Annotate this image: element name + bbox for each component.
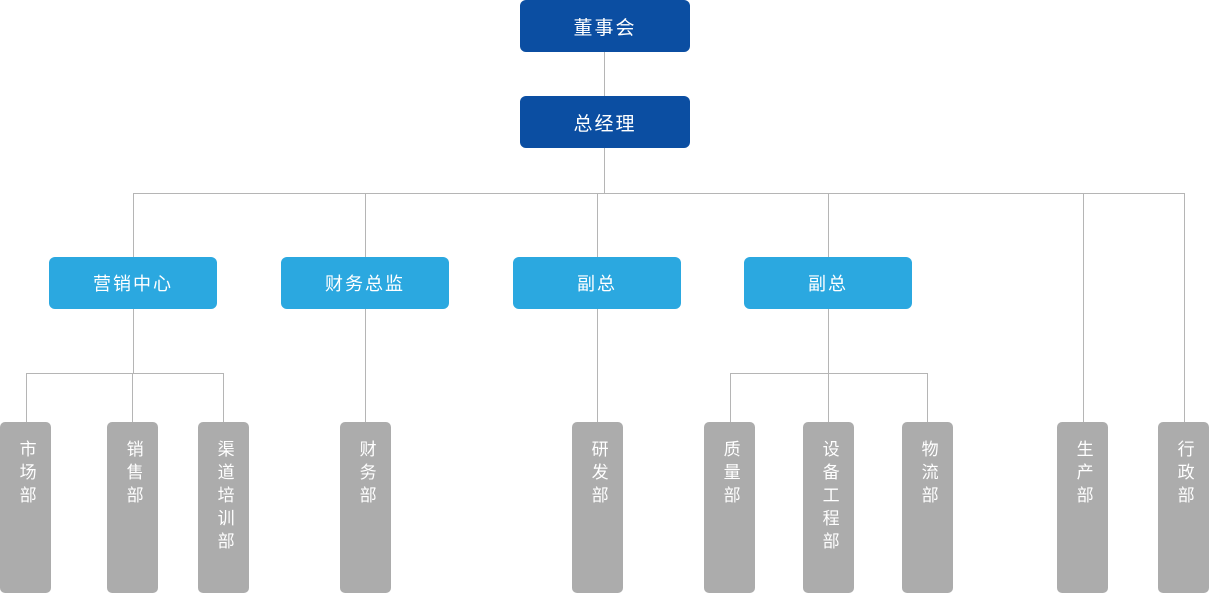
- node-production-dept-label: 生产部: [1073, 440, 1093, 509]
- node-equipment-engineering-dept[interactable]: 设备工程部: [803, 422, 854, 593]
- connector-marketing-center-stem: [133, 309, 134, 373]
- node-sales-dept[interactable]: 销售部: [107, 422, 158, 593]
- node-logistics-dept-label: 物流部: [918, 440, 938, 509]
- node-sales-dept-label: 销售部: [123, 440, 143, 509]
- connector-bus-to-vp-1: [597, 193, 598, 257]
- node-vice-president-2[interactable]: 副总: [744, 257, 912, 309]
- node-finance-dept-label: 财务部: [356, 440, 376, 509]
- connector-finance-director-to-finance-dept: [365, 309, 366, 422]
- connector-bus-to-administration-dept: [1184, 193, 1185, 422]
- connector-to-channel-training-dept: [223, 373, 224, 422]
- node-marketing-center[interactable]: 营销中心: [49, 257, 217, 309]
- node-market-dept[interactable]: 市场部: [0, 422, 51, 593]
- node-administration-dept[interactable]: 行政部: [1158, 422, 1209, 593]
- connector-bus-to-marketing-center: [133, 193, 134, 257]
- connector-to-equipment-engineering-dept: [828, 373, 829, 422]
- connector-to-sales-dept: [132, 373, 133, 422]
- connector-bus-to-finance-director: [365, 193, 366, 257]
- connector-bus-to-vp-2: [828, 193, 829, 257]
- node-rd-dept-label: 研发部: [588, 440, 608, 509]
- node-administration-dept-label: 行政部: [1174, 440, 1194, 509]
- connector-vp-2-stem: [828, 309, 829, 373]
- connector-vp-1-to-rd-dept: [597, 309, 598, 422]
- node-rd-dept[interactable]: 研发部: [572, 422, 623, 593]
- node-board[interactable]: 董事会: [520, 0, 690, 52]
- connector-board-to-gm: [604, 52, 605, 96]
- node-channel-training-dept[interactable]: 渠道培训部: [198, 422, 249, 593]
- connector-to-market-dept: [26, 373, 27, 422]
- node-general-manager[interactable]: 总经理: [520, 96, 690, 148]
- node-quality-dept[interactable]: 质量部: [704, 422, 755, 593]
- node-logistics-dept[interactable]: 物流部: [902, 422, 953, 593]
- connector-gm-stem: [604, 148, 605, 193]
- node-channel-training-dept-label: 渠道培训部: [214, 440, 234, 555]
- connector-main-bus: [133, 193, 1184, 194]
- connector-marketing-center-bus: [26, 373, 223, 374]
- node-quality-dept-label: 质量部: [720, 440, 740, 509]
- connector-to-logistics-dept: [927, 373, 928, 422]
- node-finance-dept[interactable]: 财务部: [340, 422, 391, 593]
- connector-bus-to-production-dept: [1083, 193, 1084, 422]
- node-equipment-engineering-dept-label: 设备工程部: [819, 440, 839, 555]
- node-production-dept[interactable]: 生产部: [1057, 422, 1108, 593]
- node-finance-director[interactable]: 财务总监: [281, 257, 449, 309]
- connector-to-quality-dept: [730, 373, 731, 422]
- node-market-dept-label: 市场部: [16, 440, 36, 509]
- node-vice-president-1[interactable]: 副总: [513, 257, 681, 309]
